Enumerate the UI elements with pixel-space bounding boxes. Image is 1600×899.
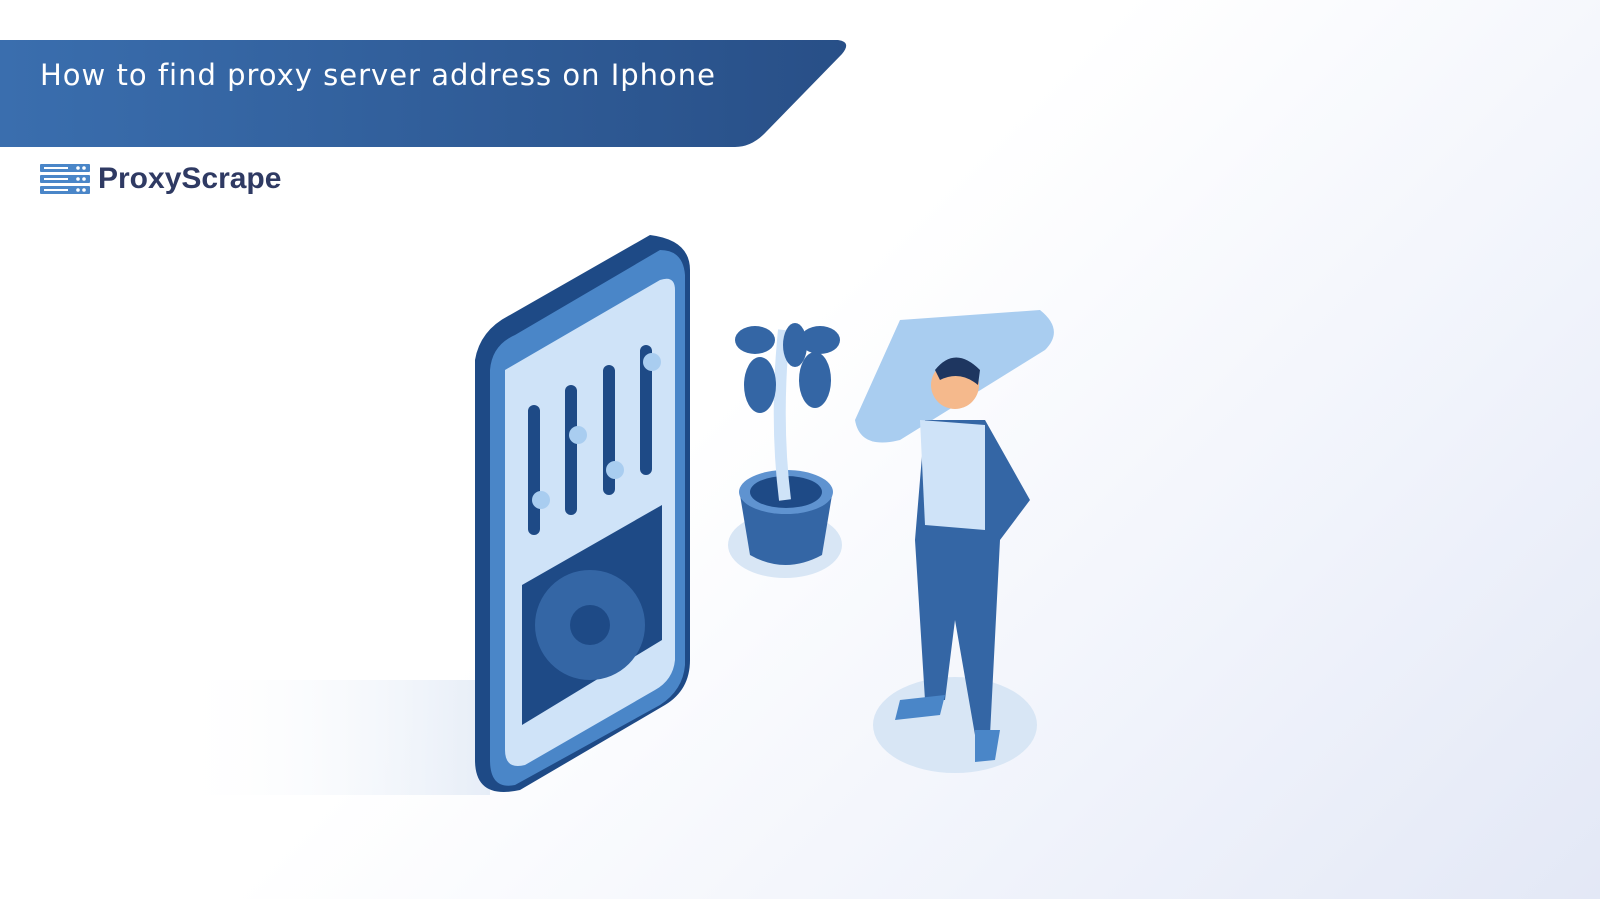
banner-shape: [0, 40, 847, 147]
worker-illustration: [855, 310, 1054, 773]
brand-logo: ProxyScrape: [40, 162, 281, 196]
title-banner: [0, 40, 850, 147]
server-stack-icon: [40, 164, 90, 194]
page-title: How to find proxy server address on Ipho…: [40, 58, 716, 92]
brand-name: ProxyScrape: [98, 162, 282, 195]
plant-illustration: [728, 323, 842, 578]
phone-shadow: [170, 680, 490, 795]
phone-illustration: [475, 235, 690, 792]
